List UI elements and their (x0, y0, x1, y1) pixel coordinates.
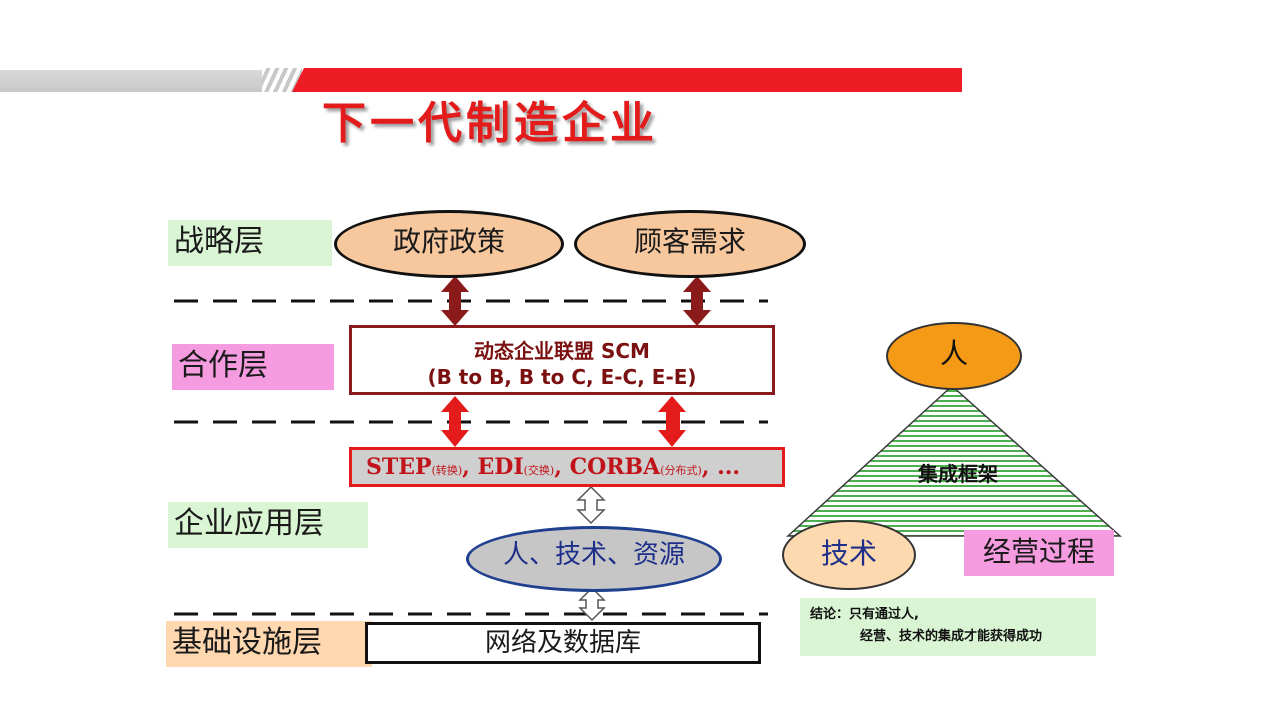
label-business-process: 经营过程 (964, 530, 1114, 576)
header-gray-bar (0, 70, 300, 92)
integration-triangle (786, 384, 1122, 537)
slide-title: 下一代制造企业 (322, 98, 658, 149)
oval-resources: 人、技术、资源 (466, 526, 722, 592)
double-arrow-gov-scm (441, 276, 469, 326)
scm-box: 动态企业联盟 SCM (B to B, B to C, E-C, E-E) (349, 325, 775, 395)
oval-gov-policy: 政府政策 (334, 210, 564, 278)
layer-label-cooperation: 合作层 (172, 344, 334, 390)
oval-technology: 技术 (782, 520, 916, 590)
std-corba: CORBA (569, 454, 661, 480)
oval-customer-demand: 顾客需求 (574, 210, 806, 278)
std-step-note: (转换) (431, 464, 463, 477)
double-arrow-scm-standards-left (441, 396, 469, 447)
hollow-arrow-standards-resources (576, 485, 606, 525)
std-tail: , ... (701, 454, 741, 480)
conclusion-line-1: 结论：只有通过人, (810, 607, 919, 622)
double-arrow-scm-standards-right (658, 396, 686, 447)
layer-label-strategy: 战略层 (168, 220, 332, 266)
triangle-center-label: 集成框架 (918, 462, 998, 486)
std-step: STEP (366, 454, 432, 480)
network-box: 网络及数据库 (365, 622, 761, 664)
std-corba-note: (分布式) (660, 464, 702, 477)
header-red-bar (292, 68, 962, 92)
layer-label-infrastructure: 基础设施层 (166, 621, 372, 667)
layer-label-application: 企业应用层 (168, 502, 368, 548)
scm-line-1: 动态企业联盟 SCM (474, 339, 650, 363)
hollow-arrow-resources-network (578, 586, 606, 622)
double-arrow-customer-scm (683, 276, 711, 326)
oval-person: 人 (886, 322, 1022, 390)
conclusion-box: 结论：只有通过人, 经营、技术的集成才能获得成功 (800, 598, 1096, 656)
std-edi-note: (交换) (523, 464, 555, 477)
conclusion-line-2: 经营、技术的集成才能获得成功 (860, 629, 1043, 644)
std-edi: EDI (477, 454, 524, 480)
scm-line-2: (B to B, B to C, E-C, E-E) (427, 365, 697, 389)
standards-box: STEP(转换), EDI(交换), CORBA(分布式), ... (349, 447, 785, 487)
